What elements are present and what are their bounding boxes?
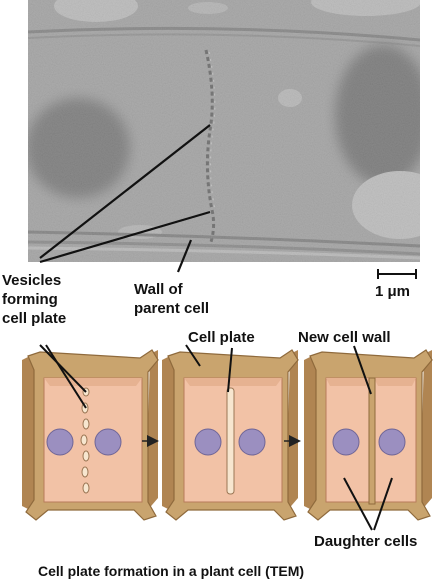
vesicles-label-line-3: cell plate: [2, 310, 67, 327]
daughter-cell-pointer-right: [373, 477, 393, 531]
new-cell-wall-label: New cell wall: [298, 329, 391, 346]
vesicles-label-line-2: forming: [2, 291, 58, 308]
parent-wall-pointer-line: [185, 344, 201, 367]
cell-stage-1: [22, 349, 159, 521]
vesicles: [80, 387, 90, 494]
scale-bar-label: 1 μm: [375, 283, 411, 300]
wall-pointer-line: [176, 239, 193, 273]
wall-label-line-1: Wall of: [134, 281, 183, 298]
figure-caption: Cell plate formation in a plant cell (TE…: [38, 563, 305, 579]
vesicles-pointer-line-2: [39, 210, 211, 264]
vesicles-pointer-line-3: [39, 344, 87, 393]
daughter-cell-pointer-left: [343, 477, 373, 531]
cell-plate-label: Cell plate: [188, 329, 255, 346]
tem-micrograph: [28, 0, 420, 262]
vesicles-label-line-1: Vesicles: [2, 272, 62, 289]
wall-label-line-2: parent cell: [134, 300, 210, 317]
daughter-cells-label: Daughter cells: [314, 533, 418, 550]
vesicles-pointer-line-1: [39, 124, 211, 259]
cell-stage-3: [304, 349, 433, 521]
vesicles-pointer-line-4: [45, 344, 87, 409]
cell-stage-2: [162, 349, 299, 521]
cell-plate-pointer-line: [227, 347, 233, 393]
new-cell-wall-shape: [368, 377, 376, 505]
scale-bar: [377, 269, 417, 279]
new-cell-wall-pointer-line: [353, 345, 372, 395]
cell-plate-shape: [226, 387, 235, 495]
